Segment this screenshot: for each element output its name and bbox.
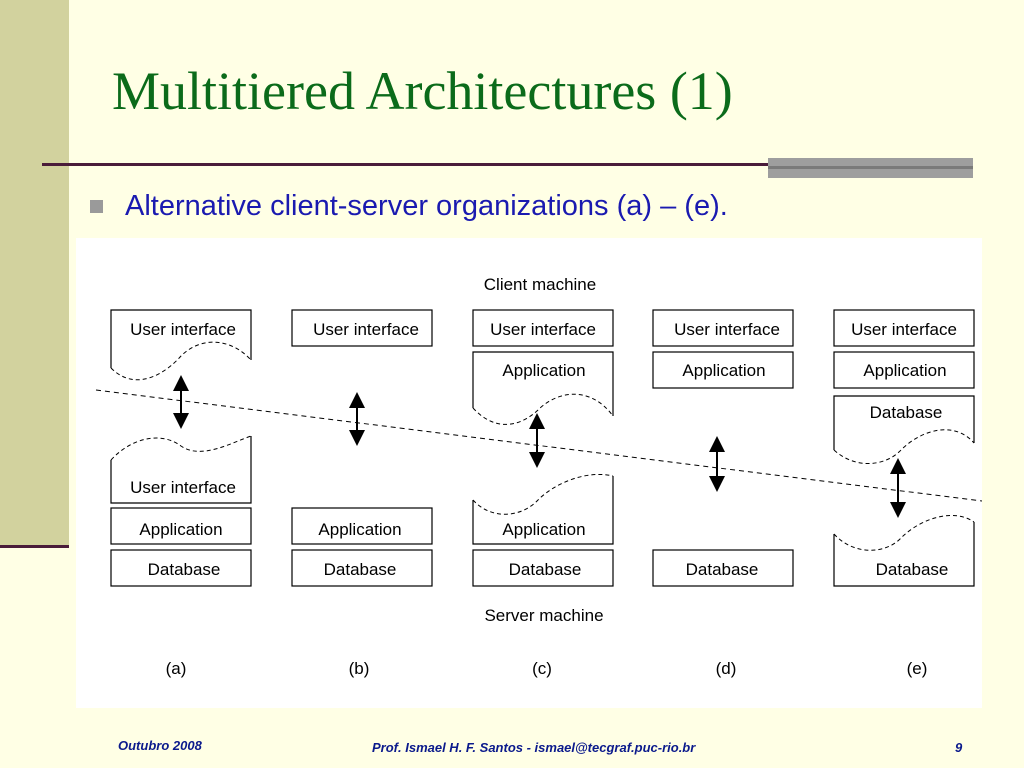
app-server-partial-outline bbox=[472, 476, 614, 545]
layer-user-interface: User interface bbox=[130, 478, 236, 497]
ui-box bbox=[291, 309, 433, 347]
layer-user-interface: User interface bbox=[313, 320, 419, 339]
layer-database: Database bbox=[148, 560, 221, 579]
left-decorative-band bbox=[0, 0, 69, 548]
footer-author: Prof. Ismael H. F. Santos - ismael@tecgr… bbox=[372, 740, 696, 755]
layer-application: Application bbox=[502, 520, 585, 539]
ui-server-partial-outline bbox=[110, 436, 252, 504]
layer-user-interface: User interface bbox=[851, 320, 957, 339]
app-client-partial-outline bbox=[472, 351, 614, 416]
layer-application: Application bbox=[502, 361, 585, 380]
layer-database: Database bbox=[870, 403, 943, 422]
database-box bbox=[472, 549, 614, 587]
app-client-partial-cut bbox=[472, 393, 614, 425]
app-server-partial-cut bbox=[472, 473, 614, 515]
layer-user-interface: User interface bbox=[130, 320, 236, 339]
column-label-e: (e) bbox=[907, 659, 928, 678]
db-server-partial-cut bbox=[833, 515, 975, 551]
layer-application: Application bbox=[863, 361, 946, 380]
column-a: User interface User interface Applicatio… bbox=[110, 309, 252, 678]
slide-title: Multitiered Architectures (1) bbox=[112, 61, 733, 121]
column-label-d: (d) bbox=[716, 659, 737, 678]
ui-box bbox=[652, 309, 794, 347]
db-client-partial-outline bbox=[833, 395, 975, 450]
bullet-text: Alternative client-server organizations … bbox=[125, 190, 728, 222]
column-b: User interface Application Database (b) bbox=[291, 309, 433, 678]
db-client-partial-cut bbox=[833, 429, 975, 464]
bullet-square-icon bbox=[90, 200, 103, 213]
footer-date: Outubro 2008 bbox=[118, 738, 202, 753]
title-rule-accent-line bbox=[768, 166, 973, 169]
layer-application: Application bbox=[318, 520, 401, 539]
application-box bbox=[291, 507, 433, 545]
layer-user-interface: User interface bbox=[490, 320, 596, 339]
column-d: User interface Application Database (d) bbox=[652, 309, 794, 678]
diagram-svg: Client machine Server machine User inter… bbox=[95, 275, 982, 678]
layer-database: Database bbox=[324, 560, 397, 579]
column-e: User interface Application Database Data… bbox=[833, 309, 975, 678]
column-label-c: (c) bbox=[532, 659, 552, 678]
application-box bbox=[833, 351, 975, 389]
layer-database: Database bbox=[509, 560, 582, 579]
database-box bbox=[652, 549, 794, 587]
ui-box bbox=[833, 309, 975, 347]
layer-application: Application bbox=[682, 361, 765, 380]
column-c: User interface Application Application D… bbox=[472, 309, 614, 678]
server-machine-label: Server machine bbox=[484, 606, 603, 625]
ui-server-partial-cut bbox=[110, 435, 252, 461]
layer-application: Application bbox=[139, 520, 222, 539]
layer-user-interface: User interface bbox=[674, 320, 780, 339]
column-label-b: (b) bbox=[349, 659, 370, 678]
column-label-a: (a) bbox=[166, 659, 187, 678]
application-box bbox=[652, 351, 794, 389]
architecture-diagram: Client machine Server machine User inter… bbox=[76, 238, 982, 708]
left-band-rule bbox=[0, 545, 69, 548]
title-rule bbox=[42, 163, 772, 166]
ui-box bbox=[472, 309, 614, 347]
db-server-partial-outline bbox=[833, 522, 975, 587]
application-box bbox=[110, 507, 252, 545]
database-box bbox=[291, 549, 433, 587]
layer-database: Database bbox=[876, 560, 949, 579]
client-server-divider bbox=[95, 389, 982, 502]
footer-page-number: 9 bbox=[955, 740, 963, 755]
client-machine-label: Client machine bbox=[484, 275, 596, 294]
ui-client-partial-outline bbox=[110, 309, 252, 360]
database-box bbox=[110, 549, 252, 587]
ui-client-partial-cut bbox=[110, 341, 252, 381]
layer-database: Database bbox=[686, 560, 759, 579]
